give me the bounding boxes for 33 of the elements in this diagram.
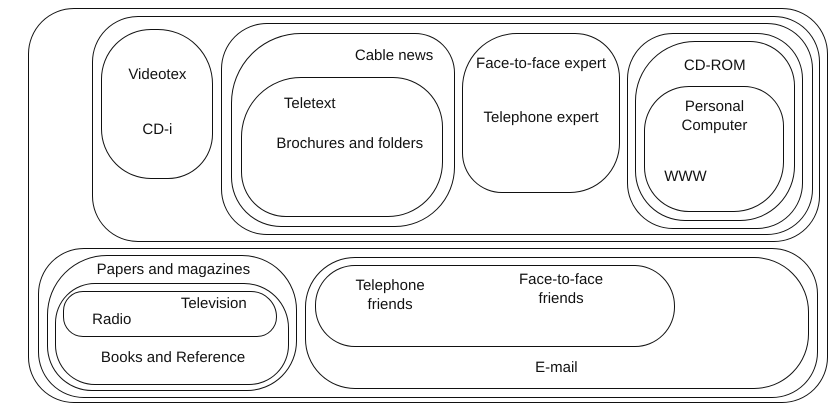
- region-label: Papers and magazines: [96, 260, 252, 280]
- region-outline: [55, 283, 290, 386]
- region-label: Radio: [91, 310, 132, 329]
- region-outline: [38, 248, 818, 398]
- region-label: Books and Reference: [100, 348, 246, 368]
- region-label: E-mail: [534, 358, 579, 378]
- region-outline: [92, 16, 820, 242]
- region-outline: [634, 40, 795, 221]
- region-outline: [62, 290, 277, 337]
- region-label: WWW: [663, 167, 708, 186]
- region-label: Personal Computer: [680, 97, 748, 136]
- region-label: Telephone expert: [482, 108, 600, 128]
- region-outline: [627, 33, 804, 230]
- region-label: Television: [180, 294, 248, 313]
- region-outline: [221, 23, 814, 236]
- region-outline: [305, 257, 810, 390]
- region-outline: [47, 255, 298, 392]
- region-label: Brochures and folders: [275, 134, 424, 153]
- region-outline: [315, 265, 676, 348]
- region-label: Face-to-face expert: [475, 54, 608, 74]
- region-label: Cable news: [354, 46, 434, 66]
- region-label: Telephone friends: [354, 276, 426, 314]
- region-label: Teletext: [282, 94, 337, 113]
- region-label: CD-i: [141, 120, 174, 140]
- region-outline: [240, 76, 443, 217]
- region-label: Face-to-face friends: [518, 270, 604, 308]
- region-outline: [462, 33, 620, 194]
- region-outline: [644, 86, 784, 212]
- region-label: Videotex: [127, 65, 188, 84]
- region-label: CD-ROM: [682, 56, 747, 75]
- region-outline: [28, 8, 828, 403]
- region-outline: [101, 29, 214, 180]
- region-outline: [231, 33, 456, 228]
